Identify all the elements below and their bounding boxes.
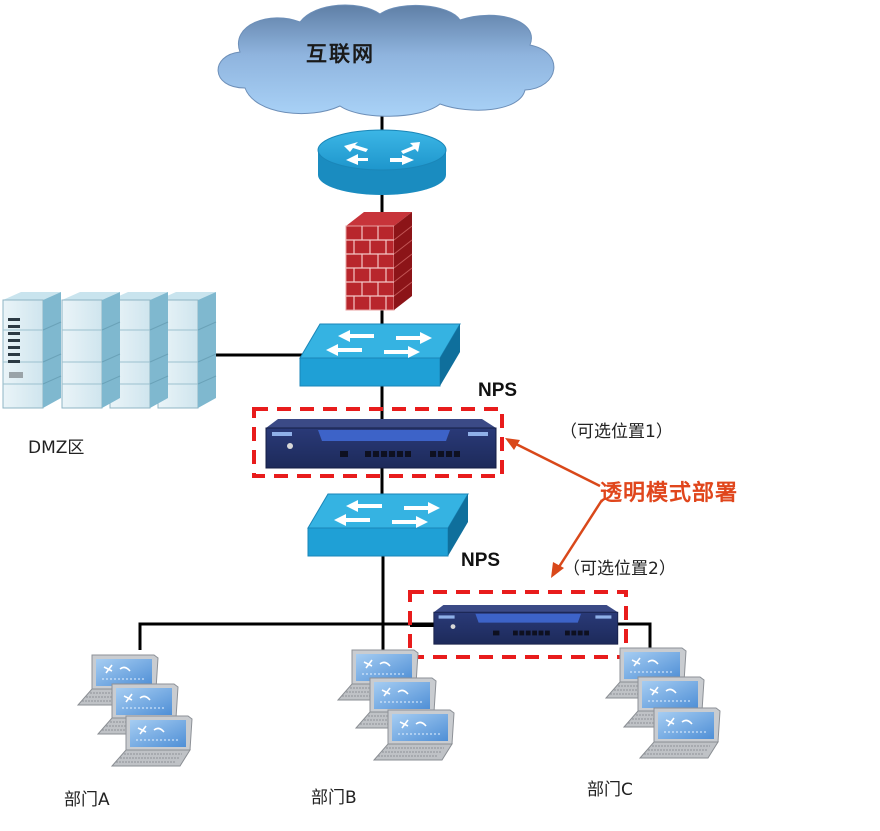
dashed-box-option-2 <box>408 590 628 659</box>
transparent-mode-label: 透明模式部署 <box>600 481 739 506</box>
arrows <box>505 438 604 578</box>
option-2-label: （可选位置2） <box>563 559 676 579</box>
arrowhead-1 <box>505 438 520 450</box>
option-1-label: （可选位置1） <box>560 422 673 442</box>
nps-label-2: NPS <box>461 550 501 571</box>
access-switch <box>307 493 469 557</box>
arrow-to-option-1 <box>511 440 601 488</box>
lan-bus <box>138 622 652 650</box>
nps2-link-left <box>410 624 440 627</box>
dmz-label: DMZ区 <box>28 438 85 458</box>
nps-appliance-1 <box>265 418 497 469</box>
dept-b-label: 部门B <box>311 788 357 808</box>
dept-b-laptops <box>337 649 455 761</box>
router <box>317 129 447 195</box>
dept-a-label: 部门A <box>64 790 110 810</box>
links <box>138 115 652 662</box>
dmz-servers <box>2 291 217 409</box>
core-switch <box>299 323 461 387</box>
nps-appliance-2 <box>433 604 619 645</box>
firewall <box>345 212 413 311</box>
nps-label-1: NPS <box>478 380 518 401</box>
internet-label: 互联网 <box>306 41 375 66</box>
dashed-box-option-1 <box>252 407 504 478</box>
dept-c-laptops <box>605 647 721 759</box>
arrowhead-2 <box>551 562 564 578</box>
internet-cloud <box>217 4 555 117</box>
dept-c-label: 部门C <box>587 780 633 800</box>
arrow-to-option-2 <box>555 499 604 571</box>
dept-a-laptops <box>77 654 193 767</box>
